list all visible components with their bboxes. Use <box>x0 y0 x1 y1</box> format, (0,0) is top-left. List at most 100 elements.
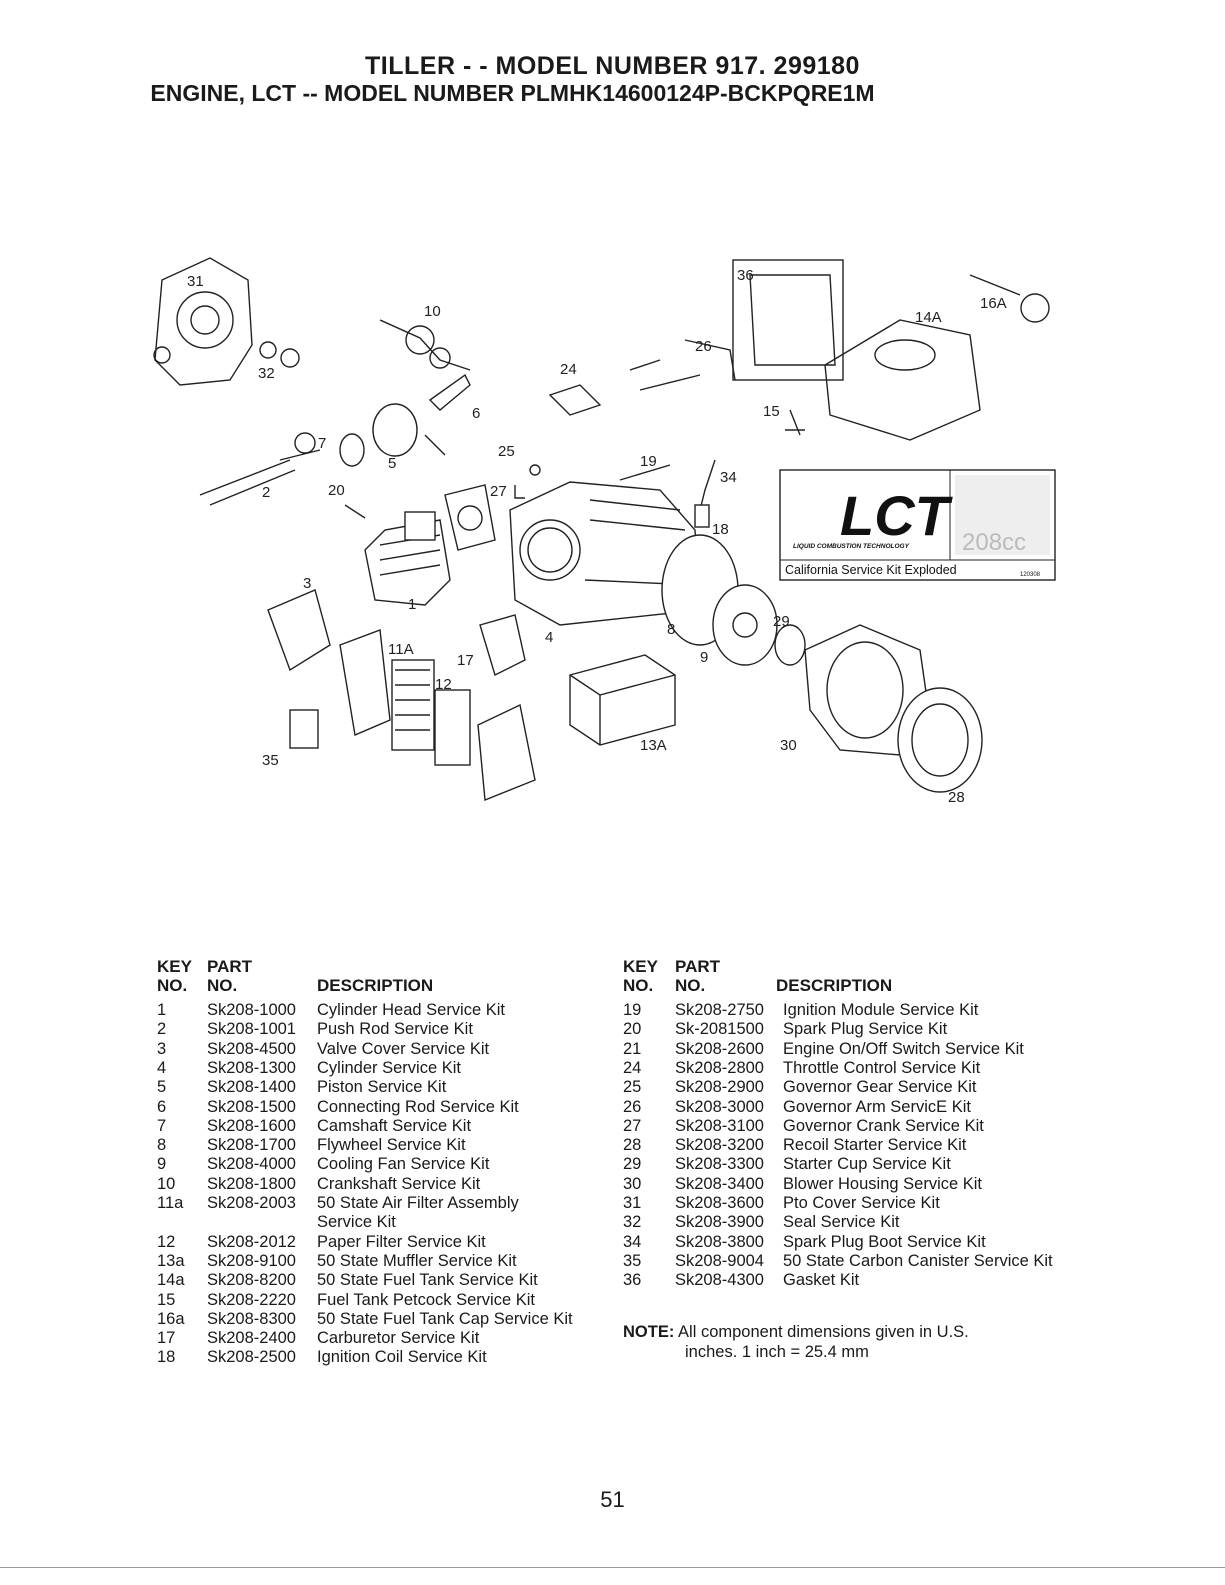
part-number: Sk208-3900 <box>675 1213 764 1232</box>
part-description: Governor Crank Service Kit <box>783 1116 984 1135</box>
governor-arm-part <box>684 339 736 381</box>
air-cleaner-cover-part <box>477 703 536 801</box>
cooling-fan-part <box>712 584 778 666</box>
ignition-wire-part <box>619 464 671 481</box>
callout-label: 28 <box>948 789 965 806</box>
key-number: 34 <box>623 1232 642 1251</box>
pto-cover-part <box>153 257 253 386</box>
part-description: 50 State Fuel Tank Cap Service Kit <box>317 1309 573 1328</box>
part-number: Sk208-8200 <box>207 1271 296 1290</box>
description-header: DESCRIPTION <box>317 976 434 995</box>
key-number: 7 <box>157 1116 167 1135</box>
key-number: 12 <box>157 1232 176 1251</box>
spark-plug-boot-part <box>699 459 716 511</box>
carbon-canister-part <box>289 709 319 749</box>
part-description: Valve Cover Service Kit <box>317 1039 490 1058</box>
lct-tagline: LIQUID COMBUSTION TECHNOLOGY <box>793 543 910 550</box>
callout-label: 25 <box>498 443 515 460</box>
ignition-coil-part <box>694 504 710 528</box>
callout-label: 29 <box>773 613 790 630</box>
key-number: 26 <box>623 1097 642 1116</box>
part-description: Ignition Module Service Kit <box>783 1001 979 1019</box>
callout-label: 27 <box>490 483 507 500</box>
part-number: Sk208-2600 <box>675 1039 764 1058</box>
air-filter-housing-part <box>339 629 391 736</box>
part-number: Sk208-4000 <box>207 1155 296 1174</box>
key-number: 31 <box>623 1194 642 1212</box>
part-description: 50 State Air Filter Assembly <box>317 1194 519 1212</box>
callout-label: 5 <box>388 455 396 472</box>
callout-label: 11A <box>388 641 414 658</box>
callout-label: 35 <box>262 752 279 769</box>
callout-label: 36 <box>737 267 754 284</box>
key-header: NO. <box>157 976 188 995</box>
key-number: 6 <box>157 1097 167 1116</box>
gasket-kit-frame <box>732 259 844 381</box>
part-number: Sk208-1000 <box>207 1001 296 1019</box>
key-number: 8 <box>157 1136 167 1155</box>
part-header: PART <box>675 957 721 976</box>
key-number: 10 <box>157 1174 176 1193</box>
part-description: Blower Housing Service Kit <box>783 1174 982 1193</box>
part-number: Sk208-3800 <box>675 1232 764 1251</box>
callout-label: 2 <box>262 484 270 501</box>
callout-label: 1 <box>408 596 416 613</box>
part-number: Sk208-1700 <box>207 1136 296 1155</box>
part-number: Sk208-1500 <box>207 1097 296 1116</box>
key-number: 9 <box>157 1155 167 1174</box>
callout-label: 32 <box>258 365 275 382</box>
note-text: inches. 1 inch = 25.4 mm <box>685 1343 869 1361</box>
part-description: 50 State Muffler Service Kit <box>317 1251 517 1270</box>
part-description: Pto Cover Service Kit <box>783 1194 940 1212</box>
callout-label: 4 <box>545 629 553 646</box>
part-number: Sk208-3200 <box>675 1136 764 1155</box>
page-number: 51 <box>600 1487 625 1512</box>
camshaft-part <box>279 432 321 461</box>
part-number: Sk208-3100 <box>675 1116 764 1135</box>
fuel-cap-part <box>1020 293 1050 323</box>
fuel-tank-part <box>824 319 981 441</box>
spark-plug-part <box>344 504 366 519</box>
part-description: Seal Service Kit <box>783 1213 900 1232</box>
part-description: Engine On/Off Switch Service Kit <box>783 1039 1024 1058</box>
part-number: Sk208-3300 <box>675 1155 764 1174</box>
lct-caption: California Service Kit Exploded <box>785 563 957 577</box>
part-description: Spark Plug Boot Service Kit <box>783 1232 986 1251</box>
page-subtitle: ENGINE, LCT -- MODEL NUMBER PLMHK1460012… <box>150 80 875 106</box>
part-number: Sk208-2900 <box>675 1078 764 1097</box>
part-number: Sk208-1600 <box>207 1116 296 1135</box>
part-description: Fuel Tank Petcock Service Kit <box>317 1290 535 1309</box>
callout-label: 30 <box>780 737 797 754</box>
callout-label: 10 <box>424 303 441 320</box>
key-number: 1 <box>157 1001 167 1019</box>
key-number: 24 <box>623 1058 642 1077</box>
part-description: Connecting Rod Service Kit <box>317 1097 519 1116</box>
part-description: Flywheel Service Kit <box>317 1136 466 1155</box>
paper-filter-part <box>391 659 435 751</box>
callout-label: 26 <box>695 338 712 355</box>
key-header: KEY <box>623 957 658 976</box>
valve-cover-part <box>267 589 331 672</box>
part-number: Sk208-2220 <box>207 1290 296 1309</box>
key-number: 29 <box>623 1155 642 1174</box>
description-header: DESCRIPTION <box>776 976 893 995</box>
part-description: Ignition Coil Service Kit <box>317 1348 487 1367</box>
callout-label: 18 <box>712 521 729 538</box>
key-number: 28 <box>623 1136 642 1155</box>
key-number: 11a <box>157 1194 184 1212</box>
part-number: Sk208-1300 <box>207 1058 296 1077</box>
part-description: 50 State Fuel Tank Service Kit <box>317 1271 538 1290</box>
part-description: Piston Service Kit <box>317 1078 447 1097</box>
key-number: 20 <box>623 1020 642 1039</box>
callout-label: 8 <box>667 621 675 638</box>
part-number: Sk208-2800 <box>675 1058 764 1077</box>
part-header: PART <box>207 957 253 976</box>
note: NOTE: All component dimensions given in … <box>623 1322 969 1362</box>
key-number: 3 <box>157 1039 167 1058</box>
cylinder-head-part <box>364 511 451 606</box>
part-description: Cylinder Head Service Kit <box>317 1001 505 1019</box>
part-number: Sk208-2003 <box>207 1194 296 1212</box>
lct-displacement: 208cc <box>962 529 1026 556</box>
seal-part <box>280 348 300 368</box>
